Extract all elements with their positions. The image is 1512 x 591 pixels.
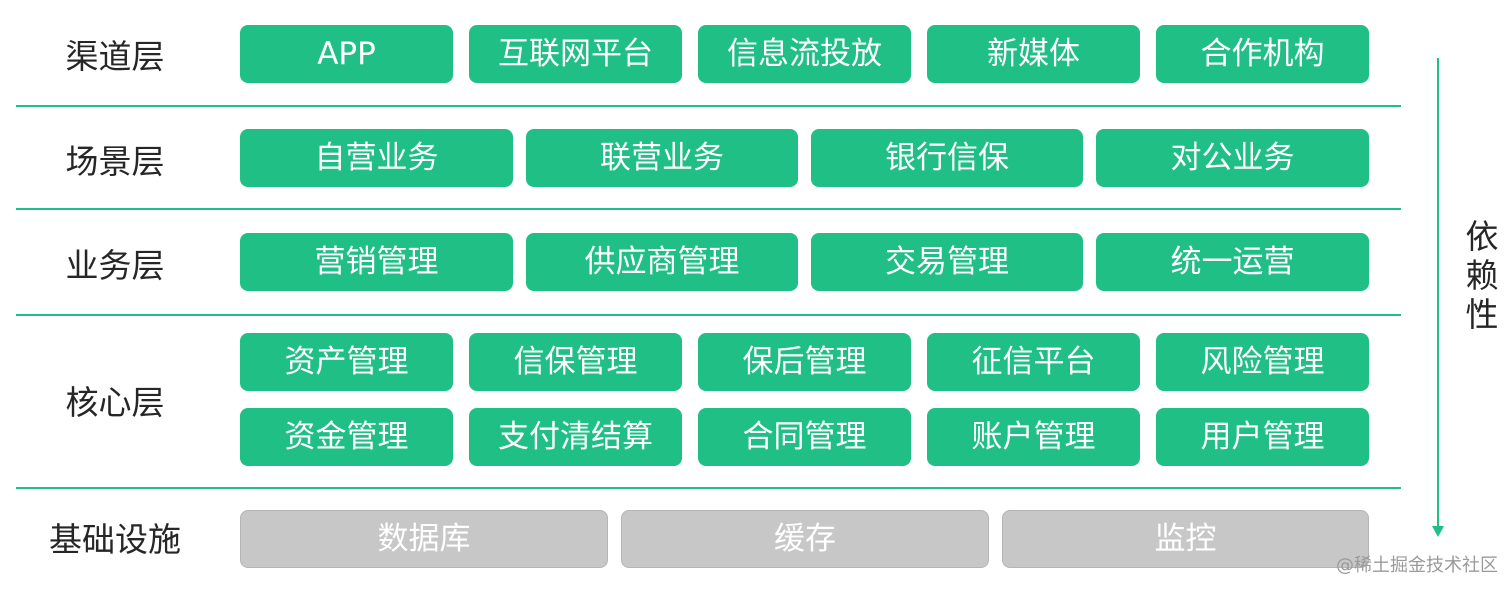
infra-box-cache: 缓存 xyxy=(621,510,989,568)
business-box-unified-ops: 统一运营 xyxy=(1096,233,1369,291)
layer-label-channel: 渠道层 xyxy=(65,37,165,76)
layer-divider xyxy=(16,314,1401,316)
core-box-credit-guarantee-mgmt: 信保管理 xyxy=(469,333,682,391)
layer-divider xyxy=(16,487,1401,489)
dependency-label-char: 依 xyxy=(1465,217,1499,256)
layer-label-core: 核心层 xyxy=(65,383,165,422)
core-box-asset-mgmt: 资产管理 xyxy=(240,333,453,391)
business-box-marketing: 营销管理 xyxy=(240,233,513,291)
channel-box-new-media: 新媒体 xyxy=(927,25,1140,83)
core-box-credit-reporting: 征信平台 xyxy=(927,333,1140,391)
core-box-fund-mgmt: 资金管理 xyxy=(240,408,453,466)
layer-label-business: 业务层 xyxy=(65,246,165,285)
scenario-box-bank-credit-guarantee: 银行信保 xyxy=(811,129,1083,187)
channel-box-internet-platform: 互联网平台 xyxy=(469,25,682,83)
layer-label-infra: 基础设施 xyxy=(49,520,181,559)
layer-label-scenario: 场景层 xyxy=(65,142,165,181)
core-box-account-mgmt: 账户管理 xyxy=(927,408,1140,466)
core-box-user-mgmt: 用户管理 xyxy=(1156,408,1369,466)
business-box-trading: 交易管理 xyxy=(811,233,1083,291)
core-box-risk-mgmt: 风险管理 xyxy=(1156,333,1369,391)
business-box-supplier: 供应商管理 xyxy=(526,233,798,291)
dependency-label-char: 性 xyxy=(1465,294,1499,334)
scenario-box-corporate: 对公业务 xyxy=(1096,129,1369,187)
watermark: @稀土掘金技术社区 xyxy=(1336,555,1498,576)
infra-box-database: 数据库 xyxy=(240,510,608,568)
dependency-arrow-line xyxy=(1437,58,1439,528)
core-box-payment-settlement: 支付清结算 xyxy=(469,408,682,466)
channel-box-feed-ads: 信息流投放 xyxy=(698,25,911,83)
core-box-contract-mgmt: 合同管理 xyxy=(698,408,911,466)
dependency-label-char: 赖 xyxy=(1465,255,1499,295)
scenario-box-self-operated: 自营业务 xyxy=(240,129,513,187)
core-box-post-guarantee-mgmt: 保后管理 xyxy=(698,333,911,391)
layer-divider xyxy=(16,105,1401,107)
layer-divider xyxy=(16,208,1401,210)
channel-box-app: APP xyxy=(240,25,453,83)
dependency-arrow-head-icon xyxy=(1432,526,1444,537)
channel-box-partners: 合作机构 xyxy=(1156,25,1369,83)
dependency-label: 依赖性 xyxy=(1462,217,1502,335)
scenario-box-joint-operated: 联营业务 xyxy=(526,129,798,187)
infra-box-monitoring: 监控 xyxy=(1002,510,1369,568)
